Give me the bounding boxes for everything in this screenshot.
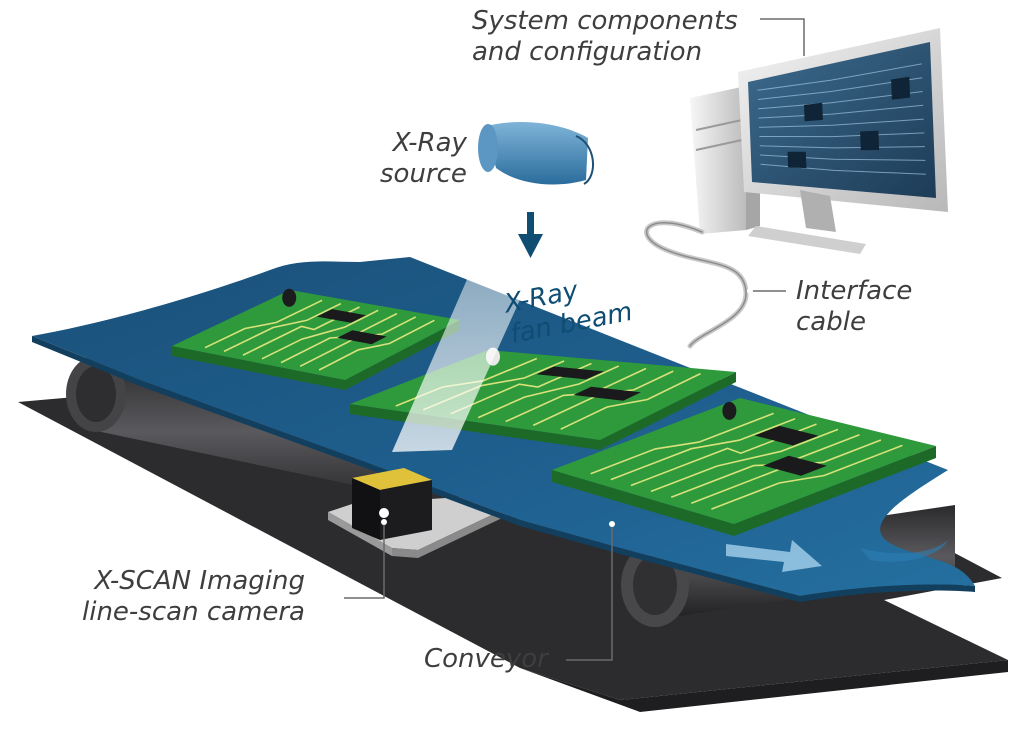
leader-system (760, 18, 805, 56)
floor-lower (520, 660, 1008, 712)
label-xray-source: X-Ray source (380, 128, 467, 189)
label-interface-cable: Interface cable (796, 276, 913, 337)
pcb-board-icon (552, 398, 936, 536)
chip (337, 330, 387, 345)
label-system-components: System components and configuration (472, 6, 738, 67)
label-conveyor: Conveyor (424, 644, 548, 674)
capacitor (722, 401, 737, 420)
chip (573, 386, 641, 401)
chip (536, 366, 604, 380)
conveyor-direction-arrow-icon (726, 540, 822, 572)
xray-source-icon (478, 122, 595, 185)
camera-icon (352, 468, 432, 540)
monitor-screen-circuit (757, 63, 926, 175)
interface-cable (644, 220, 749, 349)
beam-direction-arrow-icon (518, 212, 543, 258)
leader-conveyor (566, 524, 613, 661)
floor-base (18, 392, 1008, 700)
leader-lines (344, 18, 805, 661)
chip (763, 455, 827, 476)
leader-camera (344, 522, 385, 599)
chip (754, 425, 819, 446)
capacitor (282, 288, 297, 307)
pcb-board-icon (172, 288, 460, 390)
label-camera: X-SCAN Imaging line-scan camera (82, 566, 305, 627)
monitor-icon (738, 28, 948, 254)
chip (316, 309, 366, 323)
belt-curl (860, 540, 948, 562)
